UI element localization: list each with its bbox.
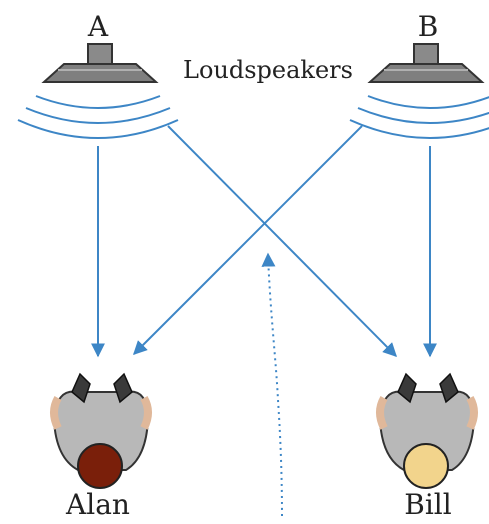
path-a-to-bill — [167, 125, 397, 357]
sound-waves-b — [349, 95, 489, 139]
speaker-b-label: B — [418, 10, 439, 43]
path-b-to-alan — [133, 125, 363, 355]
speaker-a-label: A — [87, 10, 109, 43]
alan-listener-icon — [50, 372, 152, 489]
bill-listener-icon — [376, 372, 478, 489]
loudspeaker-b-icon — [367, 43, 485, 83]
alan-label: Alan — [65, 488, 130, 521]
bill-label: Bill — [404, 488, 451, 521]
loudspeakers-caption: Loudspeakers — [183, 56, 353, 84]
sound-paths — [91, 125, 437, 358]
walking-path — [261, 252, 283, 517]
loudspeaker-a-icon — [41, 43, 159, 83]
sound-waves-a — [17, 95, 179, 139]
